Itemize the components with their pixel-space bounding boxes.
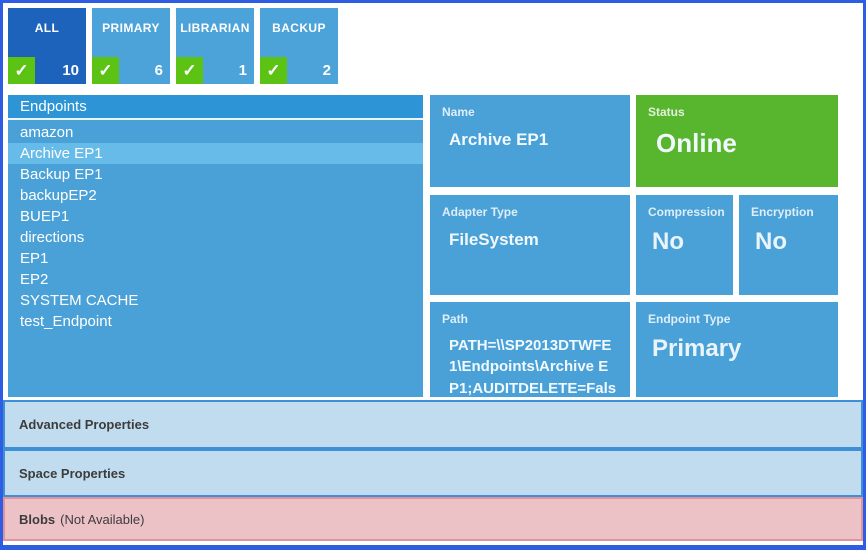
detail-tile-adapter-type: Adapter Type FileSystem	[430, 195, 630, 295]
endpoint-list-item[interactable]: backupEP2	[20, 187, 97, 204]
endpoint-list-item[interactable]: Archive EP1	[8, 143, 423, 164]
detail-label: Path	[442, 312, 469, 326]
endpoint-list-item[interactable]: amazon	[20, 124, 74, 141]
filter-count: 2	[322, 62, 331, 79]
section-title: Blobs	[19, 511, 56, 527]
detail-label: Encryption	[751, 205, 814, 219]
detail-tile-endpoint-type: Endpoint Type Primary	[636, 302, 838, 397]
filter-count: 10	[62, 62, 79, 79]
filter-label: PRIMARY	[102, 21, 160, 35]
filter-tile-backup[interactable]: BACKUP ✓ 2	[260, 8, 338, 84]
endpoint-list-item[interactable]: Backup EP1	[20, 166, 103, 183]
detail-tile-path: Path PATH=\\SP2013DTWFE1\Endpoints\Archi…	[430, 302, 630, 397]
detail-value: Archive EP1	[449, 130, 549, 149]
detail-label: Endpoint Type	[648, 312, 731, 326]
endpoints-panel-header: Endpoints	[8, 95, 423, 120]
section-space-properties[interactable]: Space Properties	[3, 449, 863, 497]
section-advanced-properties[interactable]: Advanced Properties	[3, 400, 863, 449]
endpoint-list-item[interactable]: BUEP1	[20, 208, 70, 225]
detail-label: Status	[648, 105, 685, 119]
section-title: Space Properties	[19, 465, 126, 481]
check-icon: ✓	[260, 57, 287, 84]
detail-label: Compression	[648, 205, 725, 219]
detail-value: No	[755, 228, 787, 255]
detail-value: No	[652, 228, 684, 255]
filter-tile-all[interactable]: ALL ✓ 10	[8, 8, 86, 84]
detail-tile-encryption: Encryption No	[739, 195, 838, 295]
filter-tile-bar: ALL ✓ 10 PRIMARY ✓ 6 LIBRARIAN ✓ 1 BACKU…	[8, 8, 338, 84]
endpoint-list-item[interactable]: EP1	[20, 250, 49, 267]
filter-label: LIBRARIAN	[180, 21, 250, 35]
path-value: PATH=\\SP2013DTWFE1\Endpoints\Archive EP…	[449, 337, 617, 397]
check-icon: ✓	[8, 57, 35, 84]
detail-value: FileSystem	[449, 230, 539, 249]
endpoint-details: Name Archive EP1 Status Online Adapter T…	[430, 95, 838, 397]
filter-count: 1	[238, 62, 247, 79]
detail-tile-status: Status Online	[636, 95, 838, 187]
detail-label: Adapter Type	[442, 205, 518, 219]
status-value: Online	[656, 128, 737, 158]
filter-label: ALL	[34, 21, 60, 35]
endpoint-list-item[interactable]: test_Endpoint	[20, 313, 112, 330]
filter-count: 6	[154, 62, 163, 79]
filter-tile-primary[interactable]: PRIMARY ✓ 6	[92, 8, 170, 84]
endpoint-list-item[interactable]: SYSTEM CACHE	[20, 292, 139, 309]
detail-tile-name: Name Archive EP1	[430, 95, 630, 187]
section-availability-note: (Not Available)	[60, 511, 145, 527]
detail-label: Name	[442, 105, 475, 119]
detail-tile-compression: Compression No	[636, 195, 733, 295]
endpoint-list-item[interactable]: EP2	[20, 271, 49, 288]
filter-label: BACKUP	[272, 21, 326, 35]
check-icon: ✓	[92, 57, 119, 84]
section-blobs: Blobs (Not Available)	[3, 497, 863, 541]
check-icon: ✓	[176, 57, 203, 84]
endpoints-panel: Endpoints amazon Archive EP1 Backup EP1 …	[8, 95, 423, 397]
detail-value: Primary	[652, 335, 742, 362]
endpoint-list: amazon Archive EP1 Backup EP1 backupEP2 …	[8, 120, 423, 332]
filter-tile-librarian[interactable]: LIBRARIAN ✓ 1	[176, 8, 254, 84]
endpoint-list-item[interactable]: directions	[20, 229, 85, 246]
section-title: Advanced Properties	[19, 417, 150, 432]
